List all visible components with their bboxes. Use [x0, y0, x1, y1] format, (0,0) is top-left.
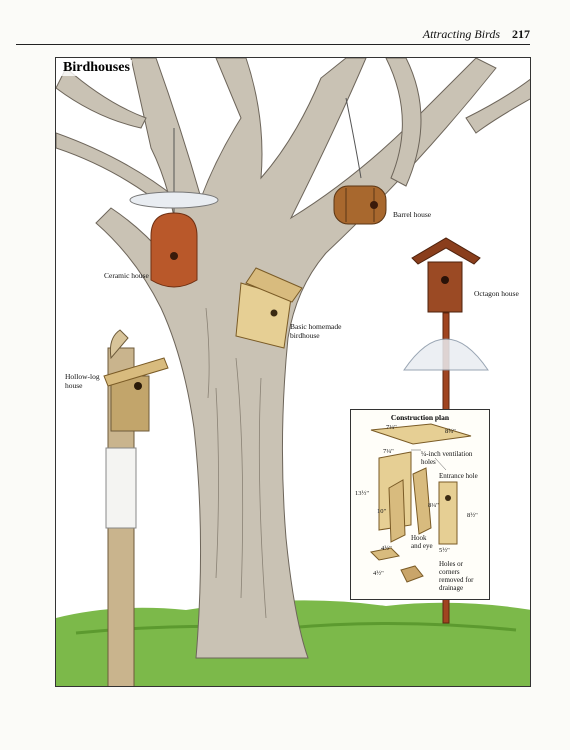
barrel-house	[333, 97, 387, 225]
dim-front-height-a: 8¼"	[428, 502, 439, 509]
plan-front-piece	[438, 481, 458, 545]
label-hollow-log-line1: Hollow-log	[65, 372, 100, 381]
construction-plan-drawing	[369, 423, 472, 583]
dim-roof-width: 7¼"	[386, 424, 397, 431]
tree	[56, 58, 530, 659]
plan-side-piece	[388, 479, 406, 543]
note-hook-line2: and eye	[411, 542, 433, 550]
note-ventilation-line1: ¼-inch ventilation	[421, 450, 473, 458]
plan-drainage-floor	[400, 565, 424, 583]
dim-front-height-b: 8½"	[467, 512, 478, 519]
ceramic-house	[129, 128, 219, 288]
running-title: Attracting Birds	[422, 27, 500, 41]
dim-height: 13½"	[355, 490, 370, 497]
plan-roof-piece	[370, 423, 472, 445]
label-octagon-house: Octagon house	[474, 289, 519, 298]
label-basic-birdhouse-line2: birdhouse	[290, 331, 320, 340]
basic-birdhouse	[235, 267, 303, 349]
header-rule	[16, 44, 530, 45]
plan-floor-piece	[369, 547, 401, 561]
note-ventilation-line2: holes	[421, 458, 436, 466]
note-drainage-line2: corners	[439, 568, 460, 576]
plan-side-piece-2	[412, 467, 432, 535]
note-drainage-line1: Holes or	[439, 560, 463, 568]
page-header: Attracting Birds 217	[0, 0, 570, 48]
dim-roof-depth: 8¾"	[445, 428, 456, 435]
note-drainage-line3: removed for	[439, 576, 474, 584]
illustration-frame: Birdhouses Ceramic house Barrel house Oc…	[55, 57, 531, 687]
note-entrance-hole: Entrance hole	[439, 472, 478, 480]
hollow-log-house	[103, 329, 169, 686]
page-number: 217	[512, 27, 530, 41]
section-title: Birdhouses	[61, 60, 132, 76]
dim-side-width: 7¼"	[383, 448, 394, 455]
label-basic-birdhouse-line1: Basic homemade	[290, 322, 342, 331]
construction-plan-title: Construction plan	[390, 413, 450, 422]
note-drainage-line4: drainage	[439, 584, 464, 592]
construction-plan: Construction plan 7¼" 8¾" 7¼" 13½" 10" 8…	[350, 409, 490, 600]
label-hollow-log-line2: house	[65, 381, 83, 390]
note-hook-line1: Hook	[411, 534, 427, 542]
plan-entrance-hole	[445, 495, 451, 501]
dim-floor-a: 4½"	[381, 545, 392, 552]
dim-floor-b: 4½"	[373, 570, 384, 577]
label-ceramic-house: Ceramic house	[104, 271, 149, 280]
dim-inner-height: 10"	[377, 508, 387, 515]
birdhouse-illustration	[56, 58, 530, 686]
label-barrel-house: Barrel house	[393, 210, 432, 219]
dim-bottom: 5½"	[439, 547, 450, 554]
bark-texture	[205, 307, 267, 619]
